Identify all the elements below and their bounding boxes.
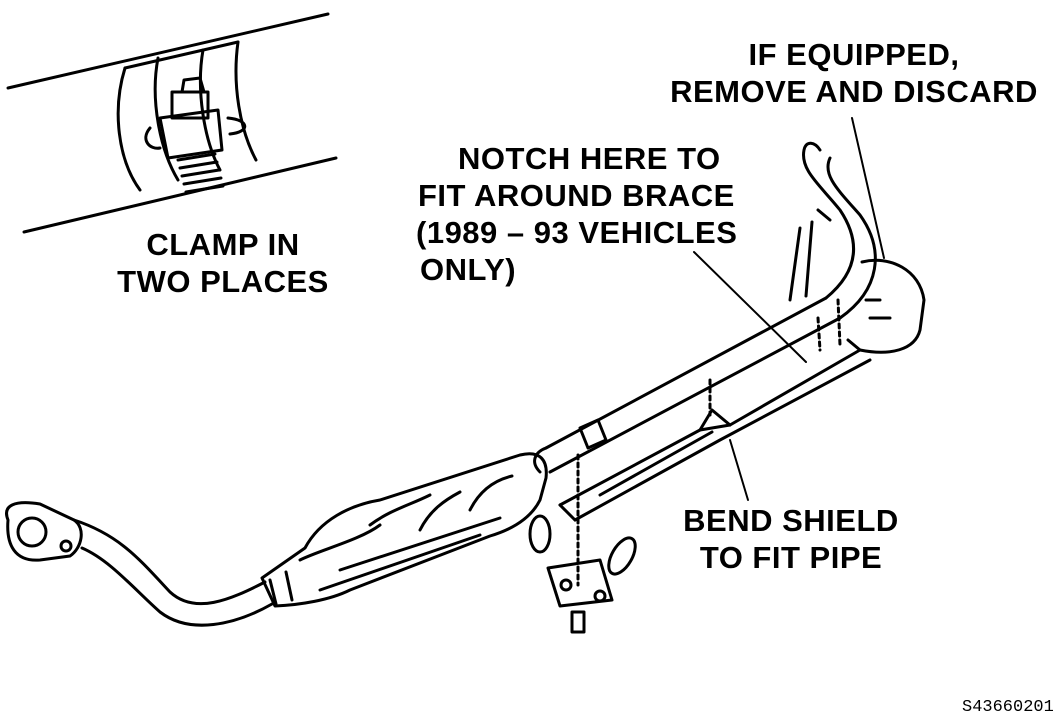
label-bend: BEND SHIELD TO FIT PIPE: [676, 502, 906, 576]
label-clamp-line2: TWO PLACES: [117, 264, 329, 299]
front-flange: [5, 501, 83, 562]
label-bend-line2: TO FIT PIPE: [699, 540, 883, 575]
label-notch-line2: FIT AROUND BRACE: [418, 178, 735, 213]
label-clamp: CLAMP IN TWO PLACES: [104, 226, 342, 300]
catalytic-converter: [260, 452, 548, 608]
label-notch-line1: NOTCH HERE TO: [458, 141, 721, 176]
leader-lines: [693, 117, 885, 501]
label-notch: NOTCH HERE TO FIT AROUND BRACE (1989 – 9…: [416, 140, 737, 288]
exhaust-assembly: [5, 141, 926, 634]
clamp-detail: [6, 12, 338, 234]
label-equipped: IF EQUIPPED, REMOVE AND DISCARD: [660, 36, 1048, 110]
label-clamp-line1: CLAMP IN: [146, 227, 300, 262]
label-notch-line3: (1989 – 93 VEHICLES: [416, 215, 738, 250]
leader-bend: [729, 439, 749, 501]
label-equipped-line1: IF EQUIPPED,: [748, 37, 960, 72]
label-equipped-line2: REMOVE AND DISCARD: [670, 74, 1038, 109]
label-bend-line1: BEND SHIELD: [683, 503, 899, 538]
figure-code: S43660201: [962, 698, 1054, 717]
hanger-bracket: [528, 418, 637, 634]
leader-notch: [693, 251, 807, 363]
leader-equipped: [851, 117, 885, 259]
label-notch-line4: ONLY): [420, 252, 517, 287]
heat-shield: [558, 298, 872, 522]
